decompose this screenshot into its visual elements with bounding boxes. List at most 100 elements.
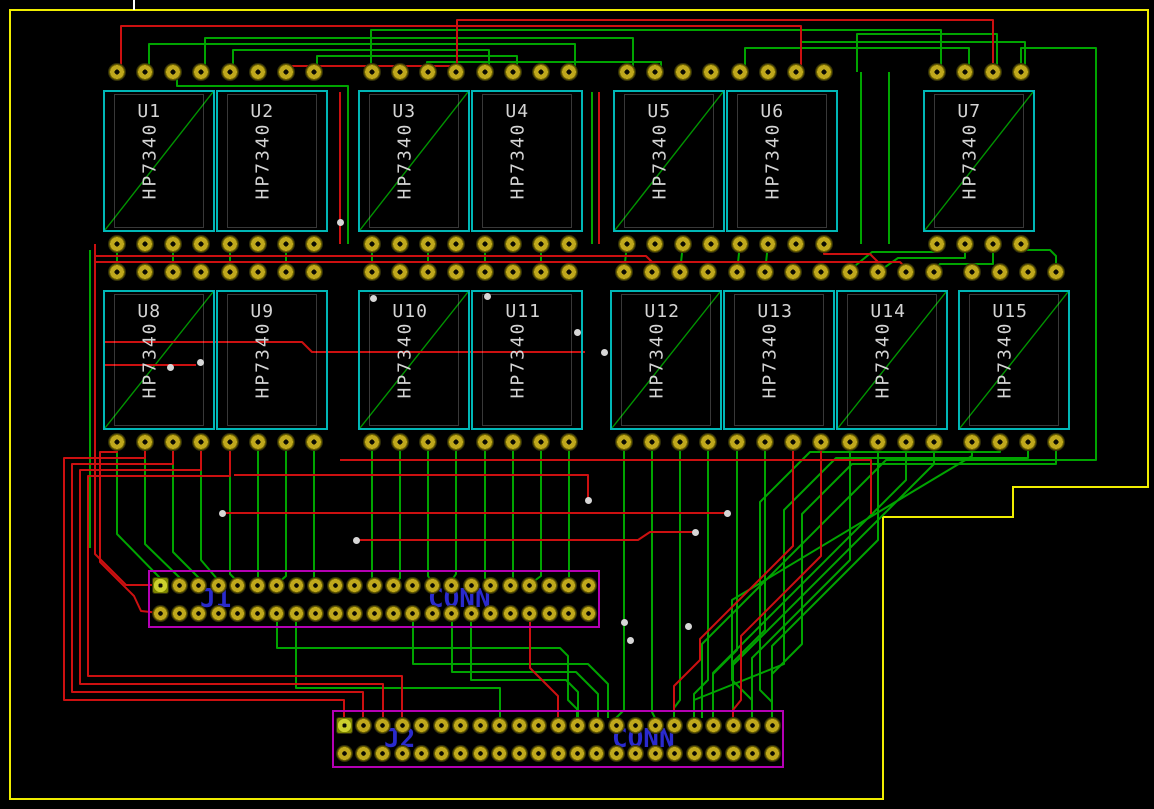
pin1-square-pad[interactable] bbox=[336, 717, 352, 733]
through-hole-pad[interactable] bbox=[109, 434, 125, 450]
through-hole-pad[interactable] bbox=[1020, 264, 1036, 280]
through-hole-pad[interactable] bbox=[210, 605, 226, 621]
through-hole-pad[interactable] bbox=[433, 717, 449, 733]
through-hole-pad[interactable] bbox=[550, 745, 566, 761]
through-hole-pad[interactable] bbox=[347, 605, 363, 621]
through-hole-pad[interactable] bbox=[492, 745, 508, 761]
through-hole-pad[interactable] bbox=[608, 717, 624, 733]
through-hole-pad[interactable] bbox=[1013, 64, 1029, 80]
through-hole-pad[interactable] bbox=[420, 64, 436, 80]
through-hole-pad[interactable] bbox=[250, 264, 266, 280]
through-hole-pad[interactable] bbox=[250, 236, 266, 252]
through-hole-pad[interactable] bbox=[764, 717, 780, 733]
through-hole-pad[interactable] bbox=[448, 434, 464, 450]
through-hole-pad[interactable] bbox=[278, 64, 294, 80]
through-hole-pad[interactable] bbox=[929, 64, 945, 80]
via-dot[interactable] bbox=[723, 509, 731, 517]
through-hole-pad[interactable] bbox=[957, 64, 973, 80]
via-dot[interactable] bbox=[218, 509, 226, 517]
trace-segment-red[interactable] bbox=[63, 442, 345, 718]
through-hole-pad[interactable] bbox=[926, 434, 942, 450]
via-dot[interactable] bbox=[369, 294, 377, 302]
through-hole-pad[interactable] bbox=[1048, 434, 1064, 450]
through-hole-pad[interactable] bbox=[732, 236, 748, 252]
through-hole-pad[interactable] bbox=[580, 605, 596, 621]
through-hole-pad[interactable] bbox=[703, 236, 719, 252]
through-hole-pad[interactable] bbox=[193, 64, 209, 80]
through-hole-pad[interactable] bbox=[347, 577, 363, 593]
through-hole-pad[interactable] bbox=[870, 434, 886, 450]
through-hole-pad[interactable] bbox=[448, 236, 464, 252]
trace-segment-green[interactable] bbox=[731, 442, 973, 712]
through-hole-pad[interactable] bbox=[569, 745, 585, 761]
through-hole-pad[interactable] bbox=[675, 64, 691, 80]
through-hole-pad[interactable] bbox=[165, 236, 181, 252]
via-dot[interactable] bbox=[691, 528, 699, 536]
through-hole-pad[interactable] bbox=[453, 717, 469, 733]
trace-segment-red[interactable] bbox=[71, 442, 364, 718]
through-hole-pad[interactable] bbox=[278, 264, 294, 280]
via-dot[interactable] bbox=[483, 292, 491, 300]
through-hole-pad[interactable] bbox=[193, 434, 209, 450]
through-hole-pad[interactable] bbox=[992, 264, 1008, 280]
via-dot[interactable] bbox=[196, 358, 204, 366]
through-hole-pad[interactable] bbox=[453, 745, 469, 761]
through-hole-pad[interactable] bbox=[405, 577, 421, 593]
through-hole-pad[interactable] bbox=[355, 745, 371, 761]
through-hole-pad[interactable] bbox=[511, 745, 527, 761]
through-hole-pad[interactable] bbox=[420, 264, 436, 280]
through-hole-pad[interactable] bbox=[760, 236, 776, 252]
through-hole-pad[interactable] bbox=[375, 745, 391, 761]
through-hole-pad[interactable] bbox=[667, 717, 683, 733]
through-hole-pad[interactable] bbox=[700, 434, 716, 450]
trace-segment-green[interactable] bbox=[104, 91, 214, 231]
through-hole-pad[interactable] bbox=[672, 264, 688, 280]
through-hole-pad[interactable] bbox=[448, 264, 464, 280]
via-dot[interactable] bbox=[620, 618, 628, 626]
through-hole-pad[interactable] bbox=[725, 745, 741, 761]
through-hole-pad[interactable] bbox=[424, 577, 440, 593]
through-hole-pad[interactable] bbox=[420, 236, 436, 252]
through-hole-pad[interactable] bbox=[533, 236, 549, 252]
through-hole-pad[interactable] bbox=[222, 434, 238, 450]
through-hole-pad[interactable] bbox=[483, 577, 499, 593]
through-hole-pad[interactable] bbox=[561, 434, 577, 450]
trace-segment-red[interactable] bbox=[356, 531, 695, 541]
trace-segment-green[interactable] bbox=[856, 33, 998, 72]
through-hole-pad[interactable] bbox=[729, 264, 745, 280]
trace-segment-green[interactable] bbox=[451, 613, 599, 718]
through-hole-pad[interactable] bbox=[541, 605, 557, 621]
through-hole-pad[interactable] bbox=[306, 264, 322, 280]
trace-segment-red[interactable] bbox=[340, 459, 872, 514]
through-hole-pad[interactable] bbox=[898, 434, 914, 450]
through-hole-pad[interactable] bbox=[222, 264, 238, 280]
trace-segment-green[interactable] bbox=[276, 613, 578, 718]
trace-segment-green[interactable] bbox=[295, 613, 501, 718]
through-hole-pad[interactable] bbox=[842, 264, 858, 280]
through-hole-pad[interactable] bbox=[561, 577, 577, 593]
trace-segment-green[interactable] bbox=[837, 291, 947, 429]
through-hole-pad[interactable] bbox=[502, 605, 518, 621]
through-hole-pad[interactable] bbox=[502, 577, 518, 593]
through-hole-pad[interactable] bbox=[561, 64, 577, 80]
through-hole-pad[interactable] bbox=[355, 717, 371, 733]
through-hole-pad[interactable] bbox=[686, 717, 702, 733]
through-hole-pad[interactable] bbox=[366, 577, 382, 593]
through-hole-pad[interactable] bbox=[137, 236, 153, 252]
trace-segment-green[interactable] bbox=[712, 442, 907, 712]
through-hole-pad[interactable] bbox=[477, 264, 493, 280]
through-hole-pad[interactable] bbox=[364, 236, 380, 252]
via-dot[interactable] bbox=[352, 536, 360, 544]
through-hole-pad[interactable] bbox=[785, 434, 801, 450]
through-hole-pad[interactable] bbox=[589, 745, 605, 761]
trace-segment-green[interactable] bbox=[759, 442, 1001, 712]
through-hole-pad[interactable] bbox=[424, 605, 440, 621]
trace-segment-red[interactable] bbox=[79, 442, 384, 718]
trace-segment-red[interactable] bbox=[120, 25, 802, 72]
through-hole-pad[interactable] bbox=[788, 64, 804, 80]
trace-segment-green[interactable] bbox=[959, 291, 1069, 429]
